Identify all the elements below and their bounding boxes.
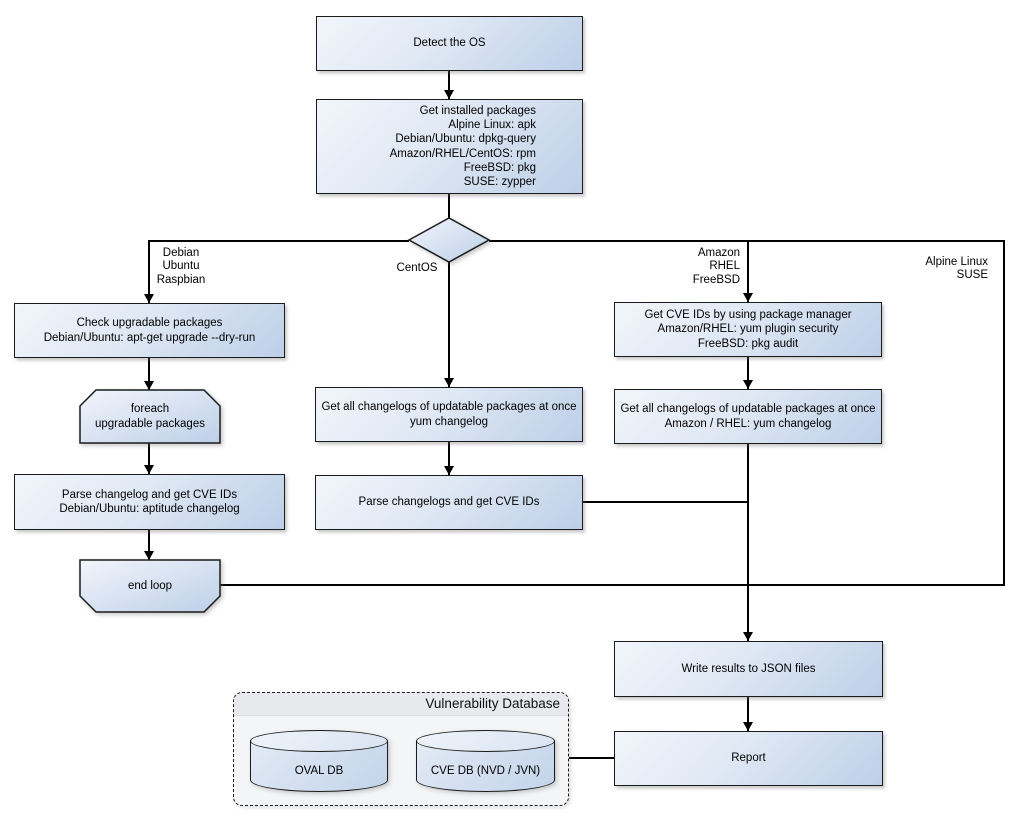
node-label: foreach (130, 403, 170, 416)
connector-write-to-report (747, 697, 749, 731)
node-label: Get CVE IDs by using package manager (644, 309, 852, 322)
edge-label-alpine: Alpine Linux SUSE (906, 256, 988, 283)
arrowhead-into-foreach (144, 381, 154, 390)
cylinder-top (250, 730, 388, 752)
connector-diamond-left (149, 240, 409, 242)
connector-diamond-right (489, 240, 1005, 242)
cylinder-top (416, 730, 555, 752)
node-label: Get all changelogs of updatable packages… (620, 403, 876, 416)
connector-installed-to-diamond (448, 194, 450, 219)
node-label: Parse changelog and get CVE IDs (61, 488, 238, 501)
connector-detect-to-installed (448, 71, 450, 99)
arrowhead-into-check-upgradable (144, 294, 154, 303)
node-label: Debian/Ubuntu: dpkg-query (395, 133, 536, 146)
connector-endloop-to-right (220, 584, 1005, 586)
arrowhead-into-parse-left (144, 465, 154, 474)
arrowhead-into-endloop (144, 551, 154, 560)
cylinder-oval-db: OVAL DB (250, 730, 388, 792)
arrowhead-into-get-cve-ids (743, 293, 753, 302)
node-label: end loop (127, 579, 173, 592)
node-label: Check upgradable packages (76, 317, 223, 330)
node-label: Amazon/RHEL: yum plugin security (657, 323, 839, 336)
group-header (234, 693, 568, 716)
node-get-changelogs-center: Get all changelogs of updatable packages… (315, 387, 583, 442)
edge-label-line: RHEL (709, 260, 740, 273)
cylinder-label: OVAL DB (294, 765, 344, 777)
node-label: Get all changelogs of updatable packages… (321, 401, 577, 414)
connector-diamond-to-center (448, 262, 450, 387)
group-title: Vulnerability Database (425, 696, 560, 711)
edge-label-line: CentOS (396, 262, 438, 274)
arrowhead-into-get-changelogs-right (743, 380, 753, 389)
node-parse-changelogs-center: Parse changelogs and get CVE IDs (315, 475, 583, 530)
connector-parse-left-to-endloop (148, 530, 150, 560)
arrowhead-into-write-json (743, 632, 753, 641)
node-write-json: Write results to JSON files (614, 641, 883, 697)
cylinder-cve-db: CVE DB (NVD / JVN) (416, 730, 555, 792)
edge-label-amazon: Amazon RHEL FreeBSD (678, 247, 740, 287)
node-label: Write results to JSON files (681, 662, 816, 675)
node-foreach-loop-shape (79, 389, 221, 444)
node-report: Report (614, 731, 883, 786)
arrowhead-into-parse-center (444, 466, 454, 475)
edge-label-line: Raspbian (156, 273, 206, 286)
node-get-cve-ids-right: Get CVE IDs by using package manager Ama… (614, 302, 882, 357)
node-label: Detect the OS (413, 37, 486, 50)
node-label: Alpine Linux: apk (448, 119, 536, 132)
arrowhead-into-report (743, 722, 753, 731)
node-label: Amazon/RHEL/CentOS: rpm (389, 147, 536, 160)
edge-label-line: Debian (162, 247, 200, 259)
edge-label-debian: Debian Ubuntu Raspbian (150, 247, 212, 287)
edge-label-line: FreeBSD (692, 273, 740, 286)
arrowhead-into-installed (444, 90, 454, 99)
arrowhead-into-get-changelogs-center (444, 378, 454, 387)
edge-label-line: Alpine Linux (925, 256, 988, 268)
node-label: FreeBSD: pkg (463, 161, 536, 174)
edge-label-line: Amazon (697, 247, 740, 259)
node-get-changelogs-right: Get all changelogs of updatable packages… (614, 389, 882, 444)
node-label: Get installed packages (419, 104, 536, 117)
node-end-loop-shape (79, 559, 221, 613)
connector-down-amazon (747, 240, 749, 302)
node-check-upgradable: Check upgradable packages Debian/Ubuntu:… (14, 303, 285, 358)
edge-label-line: SUSE (956, 269, 988, 282)
connector-down-alpine (1003, 240, 1005, 586)
edge-label-centos: CentOS (391, 262, 443, 275)
node-parse-changelog-left: Parse changelog and get CVE IDs Debian/U… (14, 474, 285, 530)
node-foreach-loop: foreach upgradable packages (79, 390, 221, 443)
node-label: Parse changelogs and get CVE IDs (358, 496, 540, 509)
decision-diamond-os-icon (407, 217, 491, 263)
node-label: FreeBSD: pkg audit (697, 337, 799, 350)
node-label: Debian/Ubuntu: apt-get upgrade --dry-run (43, 331, 256, 344)
cylinder-label: CVE DB (NVD / JVN) (430, 765, 541, 777)
connector-right-cve-to-changelogs (747, 357, 749, 389)
connector-right-down-to-write (747, 444, 749, 641)
node-get-installed-packages: Get installed packages Alpine Linux: apk… (316, 99, 583, 194)
node-label: Amazon / RHEL: yum changelog (664, 417, 832, 430)
node-label: SUSE: zypper (463, 175, 536, 188)
connector-parse-center-to-main (583, 501, 748, 503)
node-detect-os: Detect the OS (316, 16, 583, 71)
connector-center-get-to-parse (448, 442, 450, 475)
connector-foreach-to-parse-left (148, 443, 150, 474)
node-end-loop: end loop (79, 560, 221, 612)
node-label: yum changelog (410, 415, 488, 428)
node-label: Report (731, 752, 766, 765)
connector-check-to-foreach (148, 358, 150, 390)
connector-down-debian (148, 240, 150, 303)
connector-db-to-report (569, 757, 614, 759)
node-label: Debian/Ubuntu: aptitude changelog (59, 503, 240, 515)
edge-label-line: Ubuntu (162, 260, 200, 273)
node-label: upgradable packages (95, 417, 205, 430)
